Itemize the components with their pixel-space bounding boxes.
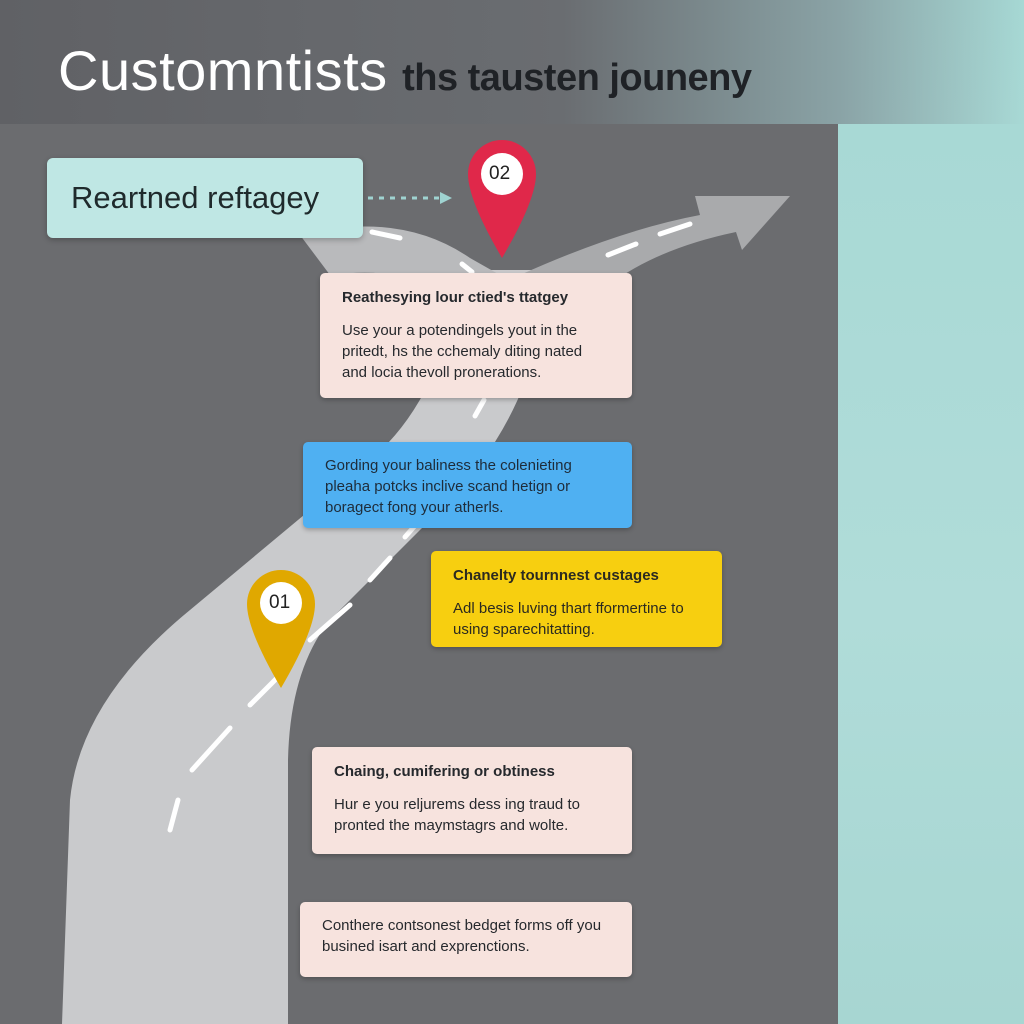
step-card-4: Chaing, cumifering or obtiness Hur e you… bbox=[312, 747, 632, 854]
callout-label: Reartned reftagey bbox=[47, 158, 363, 238]
step-card-2: Gording your baliness the colenieting pl… bbox=[303, 442, 632, 528]
title-part-2: ths tausten jouneny bbox=[402, 57, 752, 99]
step-card-3: Chanelty tournnest custages Adl besis lu… bbox=[431, 551, 722, 647]
marker-01-label: 01 bbox=[269, 592, 291, 613]
map-pin-red-icon bbox=[468, 140, 536, 258]
callout-arrow bbox=[368, 192, 452, 204]
step-card-1-heading: Reathesying lour ctied's ttatgey bbox=[342, 289, 569, 306]
title-part-1: Customntists bbox=[58, 39, 388, 102]
side-accent-panel bbox=[838, 0, 1024, 1024]
step-card-2-body: Gording your baliness the colenieting pl… bbox=[325, 457, 572, 516]
step-card-5: Conthere contsonest bedget forms off you… bbox=[300, 902, 632, 977]
step-card-4-body: Hur e you reljurems dess ing traud to pr… bbox=[334, 796, 580, 834]
map-pin-gold-icon bbox=[247, 570, 315, 688]
step-card-4-heading: Chaing, cumifering or obtiness bbox=[334, 763, 555, 780]
step-card-5-body: Conthere contsonest bedget forms off you… bbox=[322, 917, 602, 955]
step-card-1: Reathesying lour ctied's ttatgey Use you… bbox=[320, 273, 632, 398]
step-card-3-body: Adl besis luving thart fformertine to us… bbox=[453, 600, 684, 638]
page-title: Customntists ths tausten jouneny bbox=[58, 38, 752, 103]
road-branch-right bbox=[520, 196, 790, 292]
header-band bbox=[0, 0, 1024, 124]
step-card-3-heading: Chanelty tournnest custages bbox=[453, 567, 659, 584]
marker-02-label: 02 bbox=[489, 163, 511, 184]
step-card-1-body: Use your a potendingels yout in the prit… bbox=[342, 322, 583, 381]
